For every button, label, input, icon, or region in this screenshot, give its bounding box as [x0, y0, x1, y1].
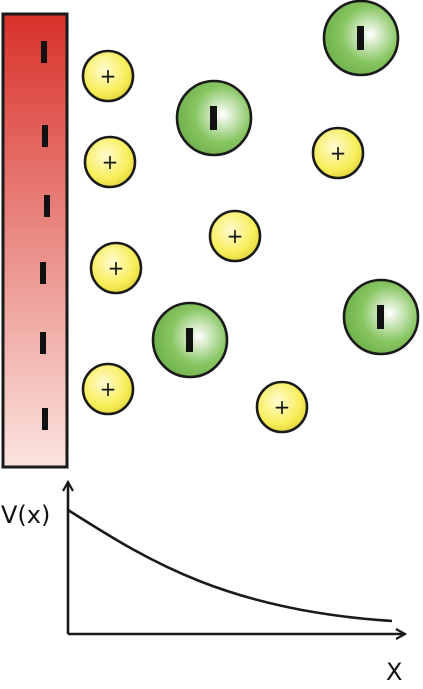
plate-negative-charge: [42, 408, 48, 430]
cation: +: [89, 241, 143, 295]
plate-negative-charge: [42, 125, 48, 147]
cation-symbol: +: [330, 141, 347, 165]
plate-negative-charge: [44, 195, 50, 217]
plate-negative-charge: [41, 41, 47, 63]
anions: [151, 0, 420, 379]
x-axis-label: X: [386, 658, 402, 685]
plate-negative-charge: [40, 262, 46, 284]
anion: [151, 301, 229, 379]
cation-symbol: +: [274, 395, 291, 419]
cation: +: [81, 49, 135, 103]
cation: +: [83, 135, 137, 189]
charged-plate: [1, 12, 69, 469]
cation: +: [81, 362, 135, 416]
cation: +: [311, 126, 365, 180]
potential-graph: V(x) X: [1, 482, 405, 686]
y-axis-label: V(x): [1, 501, 50, 529]
cations: + + + + + + +: [81, 49, 365, 434]
anion-charge-mark: [210, 106, 217, 130]
cation-symbol: +: [227, 224, 244, 248]
anion-charge-mark: [186, 328, 193, 352]
plate-body: [1, 12, 69, 469]
anion: [175, 79, 253, 157]
plate-negative-charges: [40, 41, 50, 430]
cation-symbol: +: [108, 256, 125, 280]
cation: +: [208, 209, 262, 263]
anion: [322, 0, 400, 77]
cation-symbol: +: [102, 150, 119, 174]
anion: [342, 278, 420, 356]
plate-negative-charge: [40, 332, 46, 354]
cation-symbol: +: [100, 64, 117, 88]
cation-symbol: +: [100, 377, 117, 401]
cation: +: [255, 380, 309, 434]
anion-charge-mark: [377, 305, 384, 329]
potential-curve: [67, 508, 393, 623]
anion-charge-mark: [357, 26, 364, 50]
